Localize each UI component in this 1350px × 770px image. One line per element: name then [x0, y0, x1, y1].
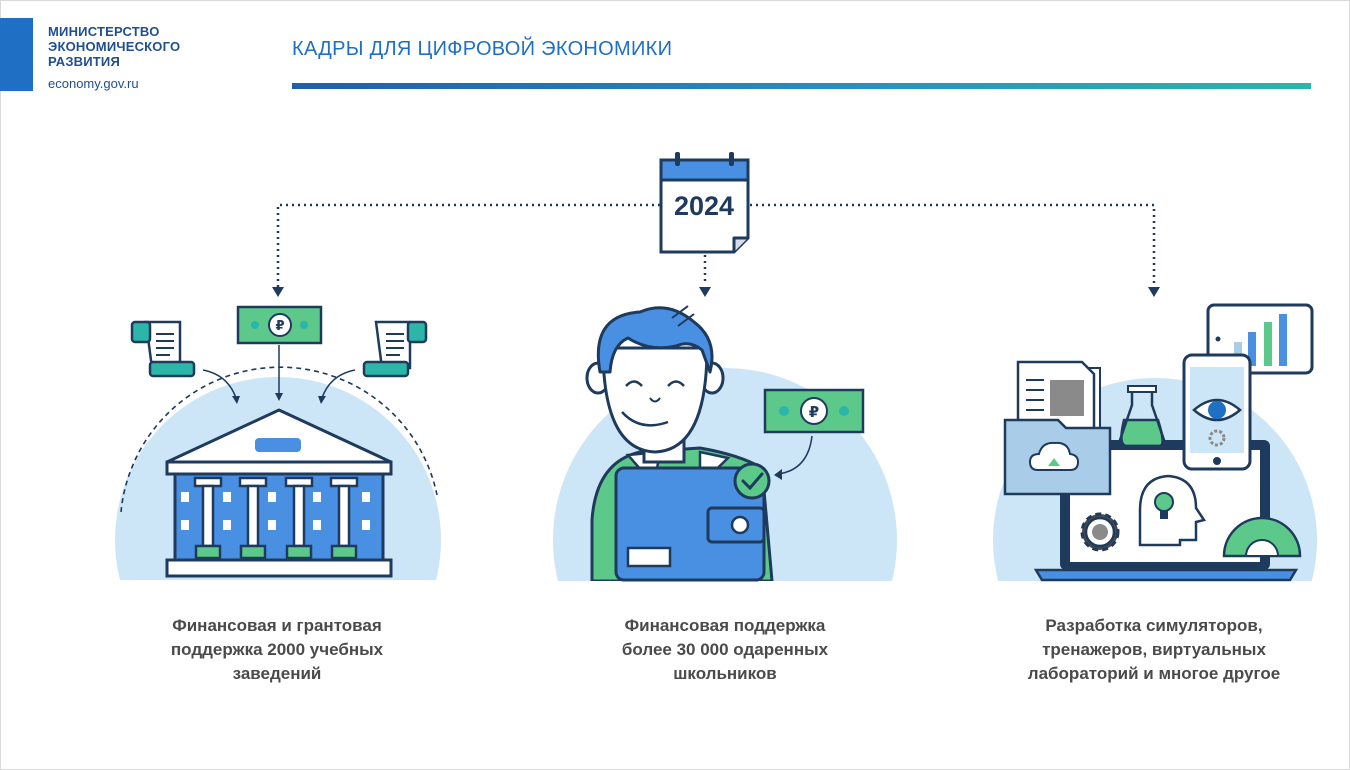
- connector-left: [276, 203, 660, 288]
- ministry-logo-text: МИНИСТЕРСТВО ЭКОНОМИЧЕСКОГО РАЗВИТИЯ: [48, 24, 180, 69]
- connector-lines: [276, 203, 1156, 288]
- connector-right: [750, 203, 1156, 288]
- caption-line: Финансовая поддержка: [624, 616, 826, 635]
- caption-line: лабораторий и многое другое: [1027, 664, 1281, 683]
- caption-line: поддержка 2000 учебных: [170, 640, 384, 659]
- arrowhead-center: [699, 287, 711, 297]
- svg-text:₽: ₽: [275, 319, 284, 334]
- caption-line: более 30 000 одаренных: [621, 640, 829, 659]
- page-title: КАДРЫ ДЛЯ ЦИФРОВОЙ ЭКОНОМИКИ: [292, 38, 673, 60]
- calendar-icon: 2024: [659, 152, 750, 254]
- digital-lab-devices-icon: [993, 303, 1317, 582]
- diagram-canvas: 2024 ₽: [115, 152, 1317, 582]
- gear-icon: [1080, 512, 1120, 552]
- caption-line: заведений: [232, 664, 322, 683]
- title-underline-bar: [292, 83, 1311, 89]
- ruble-banknote-icon: ₽: [236, 305, 323, 345]
- connector-arrowheads: [272, 287, 1160, 297]
- caption-schoolchildren: Финансовая поддержка более 30 000 одарен…: [575, 614, 875, 686]
- logo-line-3: РАЗВИТИЯ: [48, 54, 121, 69]
- flask-icon: [1118, 385, 1167, 448]
- document-icon: [1016, 360, 1101, 432]
- university-building-icon: ₽: [115, 305, 441, 580]
- svg-text:₽: ₽: [809, 403, 819, 421]
- idea-head-icon: [1138, 474, 1207, 547]
- calendar-year: 2024: [674, 191, 734, 221]
- arrowhead-left: [272, 287, 284, 297]
- logo-url[interactable]: economy.gov.ru: [48, 76, 139, 91]
- document-scroll-left-icon: [130, 320, 196, 378]
- caption-simulators: Разработка симуляторов, тренажеров, вирт…: [1004, 614, 1304, 686]
- arrowhead-right: [1148, 287, 1160, 297]
- caption-universities: Финансовая и грантовая поддержка 2000 уч…: [127, 614, 427, 686]
- caption-line: школьников: [673, 664, 777, 683]
- logo-color-bar: [0, 18, 33, 91]
- smartphone-eye-icon: [1182, 353, 1252, 471]
- caption-line: Разработка симуляторов,: [1045, 616, 1263, 635]
- caption-line: Финансовая и грантовая: [172, 616, 382, 635]
- logo-line-1: МИНИСТЕРСТВО: [48, 24, 160, 39]
- logo-line-2: ЭКОНОМИЧЕСКОГО: [48, 39, 181, 54]
- protractor-icon: [1222, 516, 1302, 558]
- caption-line: тренажеров, виртуальных: [1042, 640, 1266, 659]
- cloud-folder-icon: [1003, 418, 1112, 496]
- document-scroll-right-icon: [362, 320, 428, 378]
- student-wallet-icon: ₽: [553, 305, 897, 582]
